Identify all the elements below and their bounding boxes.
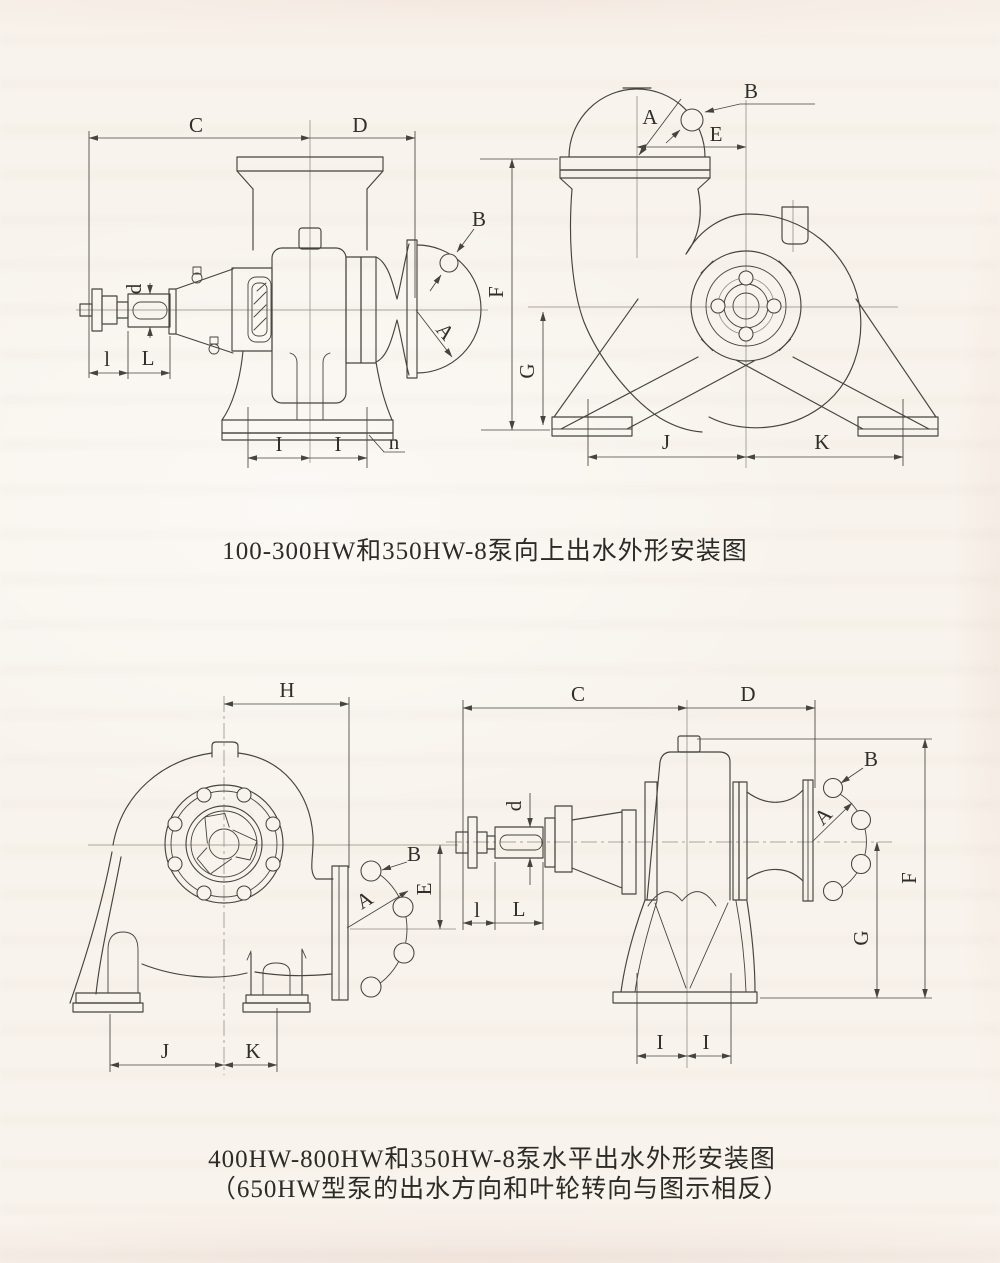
- fig1-outlet-dome: E A B: [568, 79, 815, 158]
- fig1-side-dim-a-label: A: [431, 318, 460, 346]
- fig2-side-view-drawing: C D d: [446, 682, 932, 1068]
- fig2-side-dim-c-label: C: [571, 682, 585, 706]
- fig1-front-dim-a-label: A: [642, 105, 658, 129]
- fig1-side-view-drawing: C D: [76, 113, 488, 468]
- fig1-front-dim-f-label: F: [484, 286, 508, 298]
- fig2-side-dim-d-shaft-label: d: [502, 800, 526, 811]
- fig2-suction-bell: [612, 891, 758, 1004]
- fig2-side-dim-ii: I I: [636, 973, 732, 1064]
- fig1-front-dim-k-label: K: [814, 430, 829, 454]
- fig1-front-bolt-hole: [680, 108, 704, 132]
- fig2-front-feet: [69, 851, 311, 1013]
- fig2-side-dim-l-big-label: L: [513, 897, 526, 921]
- fig2-front-dim-k-label: K: [245, 1039, 260, 1063]
- fig2-front-dim-h: H: [223, 678, 350, 868]
- fig2-front-dim-h-label: H: [279, 678, 294, 702]
- fig2-suction-flange: [164, 784, 284, 904]
- fig1-front-dim-fg: F G: [480, 158, 558, 431]
- fig1-bolt-hole: [439, 253, 459, 273]
- figure2-caption-line1: 400HW-800HW和350HW-8泵水平出水外形安装图: [208, 1146, 776, 1173]
- fig2-side-dim-lL: l L: [462, 862, 544, 930]
- fig2-volute-casing: [112, 741, 334, 978]
- fig1-side-dim-d-shaft-label: d: [122, 283, 146, 294]
- fig2-side-dim-g-label: G: [849, 930, 873, 945]
- fig2-side-dim-shaft: d: [502, 793, 533, 885]
- fig2-front-dim-e-label: E: [412, 883, 436, 896]
- fig2-impeller: [196, 813, 258, 875]
- fig1-base-plate: [221, 350, 394, 441]
- fig1-side-dim-shaft: d: [122, 283, 153, 338]
- fig1-casing-lug: [781, 206, 809, 245]
- fig1-pump-casing: [168, 227, 410, 404]
- fig2-side-dim-f-label: F: [897, 872, 921, 884]
- fig1-front-dim-g-label: G: [515, 363, 539, 378]
- fig1-front-dim-e-label: E: [710, 122, 723, 146]
- fig1-side-dim-lL: l L: [88, 331, 171, 379]
- fig2-discharge-flange: B A: [331, 842, 421, 1001]
- figure2-caption-line2: （650HW型泵的出水方向和叶轮转向与图示相反）: [210, 1176, 790, 1203]
- fig1-front-dim-jk: J K: [587, 399, 904, 466]
- fig2-side-dim-d-label: D: [740, 682, 755, 706]
- fig2-front-dim-e: E: [412, 844, 443, 930]
- fig1-side-dim-l-big-label: L: [142, 346, 155, 370]
- fig1-side-dim-c-label: C: [189, 113, 203, 137]
- fig1-side-dim-l-small-label: l: [104, 347, 110, 371]
- fig2-side-dim-l-small-label: l: [474, 898, 480, 922]
- fig2-side-dim-fg: F G: [697, 738, 932, 999]
- fig1-volute-casing: [559, 156, 862, 433]
- fig1-side-dim-iin: I I n: [247, 407, 405, 468]
- fig1-front-dim-b-label: B: [744, 79, 758, 103]
- fig1-front-feet: [551, 298, 939, 437]
- fig1-front-dim-j-label: J: [662, 430, 670, 454]
- figure1-caption: 100-300HW和350HW-8泵向上出水外形安装图: [222, 538, 748, 565]
- fig2-front-dim-b-label: B: [407, 842, 421, 866]
- fig1-suction-hub: [690, 250, 802, 362]
- fig1-side-dim-i-left-label: I: [276, 432, 283, 456]
- fig2-side-dim-i-left-label: I: [657, 1030, 664, 1054]
- fig1-front-view-drawing: E A B: [480, 79, 939, 468]
- fig2-front-view-drawing: H: [69, 678, 458, 1075]
- fig1-side-dim-d-label: D: [352, 113, 367, 137]
- fig2-side-dim-cd: C D: [462, 682, 816, 930]
- fig1-discharge-flange: B A: [406, 207, 486, 379]
- fig2-shaft: [455, 805, 573, 873]
- fig2-side-dim-b-label: B: [864, 747, 878, 771]
- fig1-side-dim-n-label: n: [389, 430, 400, 454]
- fig1-outlet-flange: [236, 156, 384, 251]
- fig2-front-dim-a-label: A: [352, 885, 378, 914]
- fig2-front-dim-j-label: J: [161, 1039, 169, 1063]
- fig2-front-dim-jk: J K: [109, 1008, 278, 1072]
- fig2-side-dim-i-right-label: I: [703, 1030, 710, 1054]
- fig2-side-discharge-flange: B A: [802, 747, 878, 902]
- fig2-pump-casing: [571, 735, 804, 901]
- fig1-side-dim-cd: C D: [88, 113, 416, 378]
- fig1-side-dim-b-label: B: [472, 207, 486, 231]
- fig1-side-dim-i-right-label: I: [335, 432, 342, 456]
